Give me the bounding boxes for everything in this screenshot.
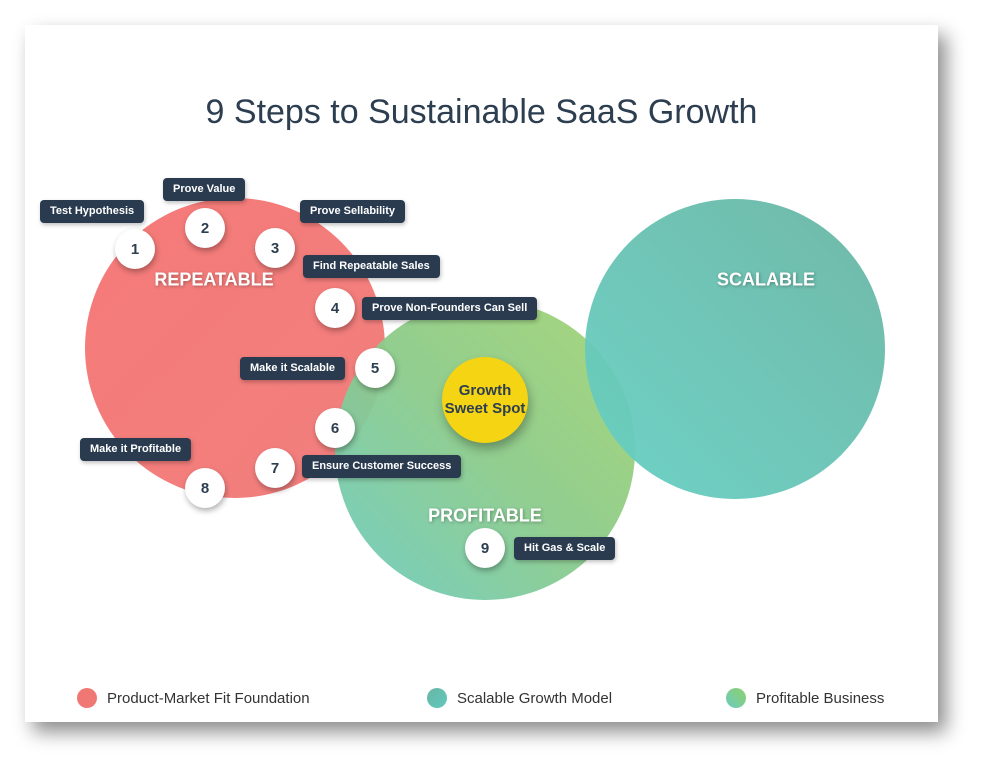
- legend-dot: [726, 688, 746, 708]
- legend-label: Scalable Growth Model: [457, 689, 613, 707]
- step-marker[interactable]: 7: [255, 448, 295, 488]
- step-tooltip: Find Repeatable Sales: [303, 255, 440, 278]
- step-marker[interactable]: 1: [115, 229, 155, 269]
- profitable-label: PROFITABLE: [428, 505, 542, 526]
- step-marker[interactable]: 6: [315, 408, 355, 448]
- legend-label: Product-Market Fit Foundation: [107, 689, 310, 707]
- step-tooltip: Test Hypothesis: [40, 200, 145, 223]
- legend-dot: [427, 688, 447, 708]
- repeatable-label: REPEATABLE: [154, 269, 274, 290]
- step-marker[interactable]: 2: [185, 208, 225, 248]
- step-tooltip: Make it Scalable: [240, 357, 345, 380]
- page-title: 9 Steps to Sustainable SaaS Growth: [205, 93, 758, 131]
- step-tooltip: Prove Value: [163, 178, 246, 201]
- scalable-label: SCALABLE: [717, 269, 815, 290]
- legend-label: Profitable Business: [756, 689, 885, 707]
- step-tooltip: Hit Gas & Scale: [514, 537, 616, 560]
- step-tooltip: Make it Profitable: [80, 438, 192, 461]
- step-tooltip: Prove Sellability: [300, 200, 405, 223]
- legend-item: Product-Market Fit Foundation: [77, 688, 310, 708]
- scalable-circle: [585, 199, 885, 499]
- step-marker[interactable]: 8: [185, 468, 225, 508]
- legend-item: Scalable Growth Model: [427, 688, 612, 708]
- step-marker[interactable]: 4: [315, 288, 355, 328]
- legend-dot: [77, 688, 97, 708]
- step-tooltip: Prove Non-Founders Can Sell: [362, 297, 538, 320]
- step-marker[interactable]: 9: [465, 528, 505, 568]
- legend-item: Profitable Business: [726, 688, 884, 708]
- step-tooltip: Ensure Customer Success: [302, 455, 462, 478]
- step-marker[interactable]: 3: [255, 228, 295, 268]
- step-marker[interactable]: 5: [355, 348, 395, 388]
- sweet-spot-line2: Sweet Spot: [444, 400, 526, 417]
- sweet-spot-line1: Growth: [458, 382, 512, 399]
